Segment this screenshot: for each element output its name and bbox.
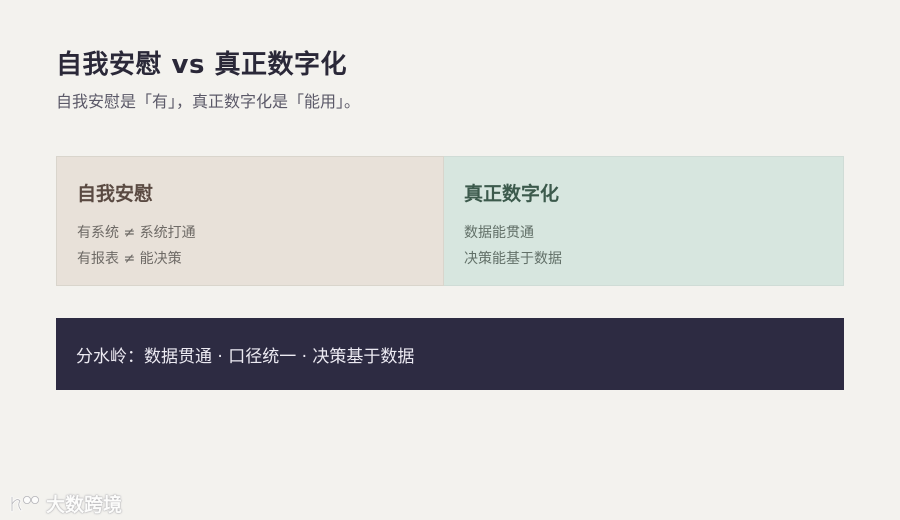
watershed-banner: 分水岭：数据贯通 · 口径统一 · 决策基于数据 [56, 318, 844, 390]
true-digital-title: 真正数字化 [464, 183, 560, 205]
brand-logo-icon [10, 495, 39, 512]
self-comfort-line: 有系统 ≠ 系统打通 [77, 225, 196, 241]
page-title: 自我安慰 vs 真正数字化 [56, 50, 348, 80]
self-comfort-card: 自我安慰 有系统 ≠ 系统打通 有报表 ≠ 能决策 [56, 156, 444, 286]
self-comfort-line: 有报表 ≠ 能决策 [77, 251, 182, 267]
comparison-panel: 自我安慰 有系统 ≠ 系统打通 有报表 ≠ 能决策 真正数字化 数据能贯通 决策… [56, 156, 844, 286]
watermark-text: 大数跨境 [46, 494, 123, 516]
true-digital-line: 决策能基于数据 [464, 251, 562, 267]
true-digital-card: 真正数字化 数据能贯通 决策能基于数据 [444, 156, 844, 286]
page-subtitle: 自我安慰是「有」，真正数字化是「能用」。 [56, 92, 361, 111]
true-digital-line: 数据能贯通 [464, 225, 534, 241]
self-comfort-title: 自我安慰 [77, 183, 154, 205]
watershed-text: 分水岭：数据贯通 · 口径统一 · 决策基于数据 [76, 346, 415, 367]
watermark: 大数跨境 [8, 490, 122, 517]
